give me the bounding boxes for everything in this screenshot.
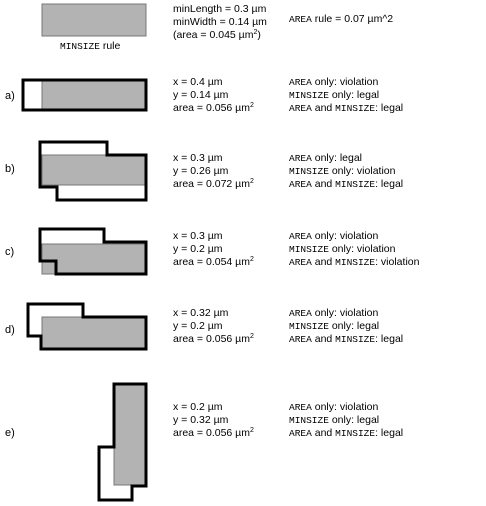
shape-d-gray [41,316,147,349]
case-b-result-minsize: MINSIZE only: violation [289,165,396,177]
case-e-result-minsize: MINSIZE only: legal [289,414,380,426]
case-b-y: y = 0.26 µm [173,165,229,177]
case-e-result-area: AREA only: violation [289,401,379,413]
case-label-b: b) [5,163,15,175]
shape-e-outline [97,382,148,502]
case-d-x: x = 0.32 µm [173,307,229,319]
shape-c-outline [38,227,148,276]
case-e-x: x = 0.2 µm [173,401,223,413]
case-e-y: y = 0.32 µm [173,414,229,426]
case-c-area: area = 0.054 µm2 [173,256,254,268]
case-d-area: area = 0.056 µm2 [173,333,254,345]
shape-a-outline [21,78,148,112]
case-c-y: y = 0.2 µm [173,243,223,255]
case-a-result-area: AREA only: violation [289,76,379,88]
case-b-x: x = 0.3 µm [173,152,223,164]
case-d-result-minsize: MINSIZE only: legal [289,320,380,332]
case-b-result-area: AREA only: legal [289,152,363,164]
case-c-result-both: AREA and MINSIZE: violation [289,256,420,268]
shape-d-outline [26,302,148,351]
case-label-c: c) [5,246,15,258]
min-length-text: minLength = 0.3 µm [173,3,267,15]
min-area-text: (area = 0.045 µm2) [173,29,261,41]
case-a-x: x = 0.4 µm [173,76,223,88]
shape-e-gray [113,383,146,486]
shape-b-outline [38,140,148,202]
case-c-result-minsize: MINSIZE only: violation [289,243,396,255]
case-a-result-both: AREA and MINSIZE: legal [289,102,404,114]
case-e-result-both: AREA and MINSIZE: legal [289,427,404,439]
case-a-result-minsize: MINSIZE only: legal [289,89,380,101]
case-c-result-area: AREA only: violation [289,230,379,242]
case-a-area: area = 0.056 µm2 [173,102,254,114]
case-label-a: a) [5,90,15,102]
case-a-y: y = 0.14 µm [173,89,229,101]
case-label-d: d) [5,324,15,336]
case-label-e: e) [5,427,15,439]
shape-a-gray [41,79,147,111]
case-d-result-both: AREA and MINSIZE: legal [289,333,404,345]
case-b-area: area = 0.072 µm2 [173,178,254,190]
case-e-area: area = 0.056 µm2 [173,427,254,439]
shape-c-gray [41,243,147,275]
case-b-result-both: AREA and MINSIZE: legal [289,178,404,190]
area-rule-text: AREA rule = 0.07 µm^2 [289,13,394,25]
minsize-reference-rect [41,3,147,37]
minsize-rule-caption: MINSIZE rule [60,40,121,52]
shape-b-gray [41,154,147,186]
case-c-x: x = 0.3 µm [173,230,223,242]
min-width-text: minWidth = 0.14 µm [173,16,267,28]
case-d-result-area: AREA only: violation [289,307,379,319]
case-d-y: y = 0.2 µm [173,320,223,332]
